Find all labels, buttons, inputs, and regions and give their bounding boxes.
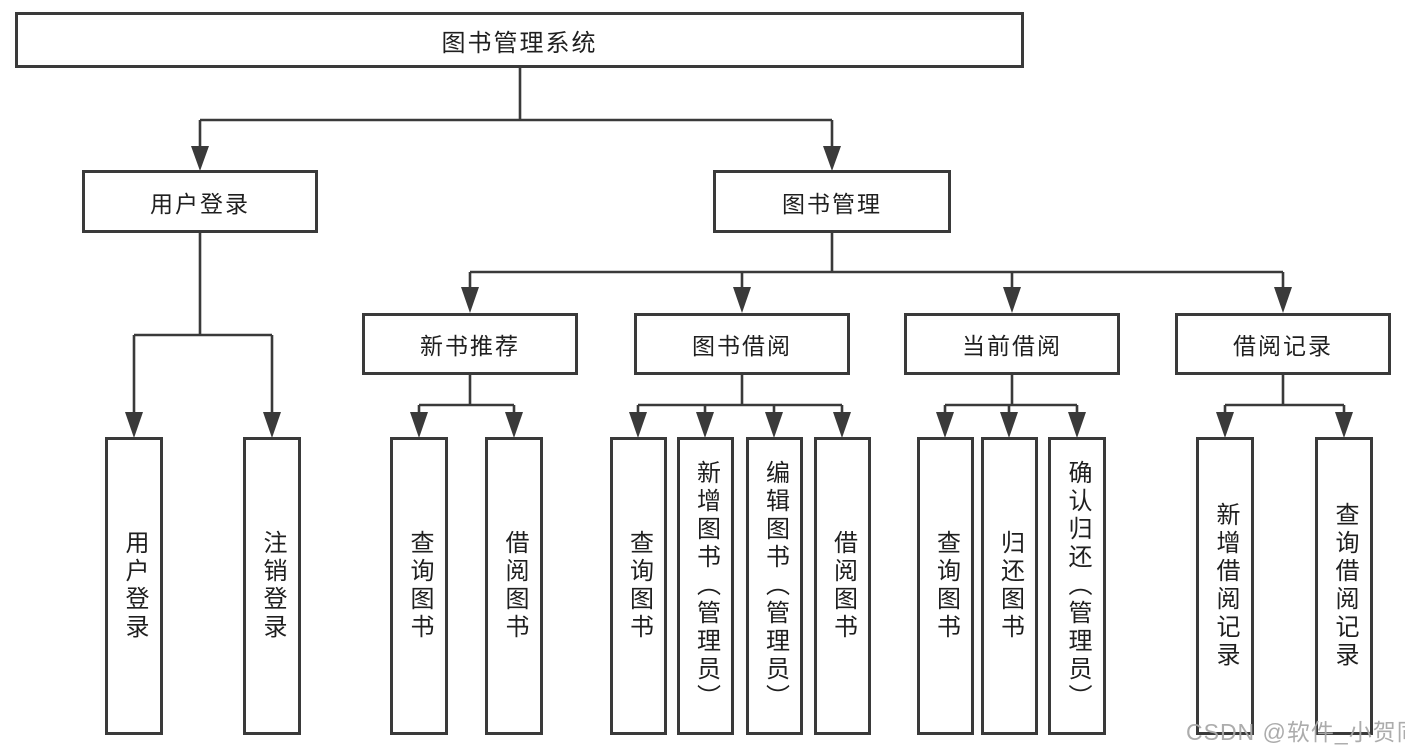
- leaf-user-login-label: 用户登录: [121, 530, 148, 642]
- leaf-current-query: 查询图书: [917, 437, 974, 735]
- leaf-record-add: 新增借阅记录: [1196, 437, 1254, 735]
- arrowhead: [1003, 287, 1021, 313]
- node-current-borrow: 当前借阅: [904, 313, 1120, 375]
- node-book-mgmt: 图书管理: [713, 170, 951, 233]
- leaf-logout: 注销登录: [243, 437, 301, 735]
- leaf-newbook-borrow-label: 借阅图书: [501, 530, 528, 642]
- leaf-user-login: 用户登录: [105, 437, 163, 735]
- leaf-borrow-borrow-label: 借阅图书: [829, 530, 857, 642]
- leaf-borrow-add-admin-label: 新增图书（管理员）: [692, 460, 720, 712]
- leaf-current-confirm-admin: 确认归还（管理员）: [1048, 437, 1106, 735]
- leaf-borrow-borrow: 借阅图书: [814, 437, 871, 735]
- arrowhead: [629, 412, 647, 438]
- leaf-current-confirm-admin-label: 确认归还（管理员）: [1064, 460, 1091, 712]
- arrowhead: [1335, 412, 1353, 438]
- leaf-current-query-label: 查询图书: [932, 530, 960, 642]
- node-root-label: 图书管理系统: [441, 29, 598, 57]
- arrowhead: [823, 146, 841, 171]
- arrowhead: [505, 412, 523, 438]
- arrowhead: [936, 412, 954, 438]
- arrowhead: [833, 412, 851, 438]
- leaf-borrow-edit-admin: 编辑图书（管理员）: [746, 437, 803, 735]
- arrowhead: [191, 146, 209, 171]
- arrowhead: [765, 412, 783, 438]
- node-new-book-rec: 新书推荐: [362, 313, 578, 375]
- leaf-newbook-borrow: 借阅图书: [485, 437, 543, 735]
- leaf-logout-label: 注销登录: [259, 530, 286, 642]
- leaf-borrow-add-admin: 新增图书（管理员）: [677, 437, 734, 735]
- arrowhead: [263, 412, 281, 438]
- arrowhead: [1068, 412, 1086, 438]
- node-current-borrow-label: 当前借阅: [962, 333, 1062, 359]
- arrowhead: [1274, 287, 1292, 313]
- node-root: 图书管理系统: [15, 12, 1024, 68]
- arrowhead: [1000, 412, 1018, 438]
- arrowhead: [125, 412, 143, 438]
- leaf-record-query: 查询借阅记录: [1315, 437, 1373, 735]
- node-book-borrow-label: 图书借阅: [692, 333, 792, 359]
- leaf-newbook-query-label: 查询图书: [406, 530, 433, 642]
- node-book-borrow: 图书借阅: [634, 313, 850, 375]
- arrowhead: [1216, 412, 1234, 438]
- leaf-record-add-label: 新增借阅记录: [1212, 502, 1239, 670]
- leaf-current-return-label: 归还图书: [996, 530, 1024, 642]
- leaf-borrow-edit-admin-label: 编辑图书（管理员）: [761, 460, 789, 712]
- node-borrow-record: 借阅记录: [1175, 313, 1391, 375]
- arrowheads: [125, 146, 1353, 438]
- arrowhead: [696, 412, 714, 438]
- arrowhead: [410, 412, 428, 438]
- leaf-newbook-query: 查询图书: [390, 437, 448, 735]
- node-user-login-label: 用户登录: [150, 190, 250, 217]
- arrowhead: [733, 287, 751, 313]
- csdn-watermark: CSDN @软件_小贺同学: [1186, 719, 1405, 745]
- leaf-record-query-label: 查询借阅记录: [1331, 502, 1358, 670]
- node-new-book-rec-label: 新书推荐: [420, 333, 520, 359]
- leaf-current-return: 归还图书: [981, 437, 1038, 735]
- node-user-login: 用户登录: [82, 170, 318, 233]
- node-book-mgmt-label: 图书管理: [782, 190, 882, 217]
- leaf-borrow-query-label: 查询图书: [625, 530, 653, 642]
- arrowhead: [461, 287, 479, 313]
- node-borrow-record-label: 借阅记录: [1233, 333, 1333, 359]
- leaf-borrow-query: 查询图书: [610, 437, 667, 735]
